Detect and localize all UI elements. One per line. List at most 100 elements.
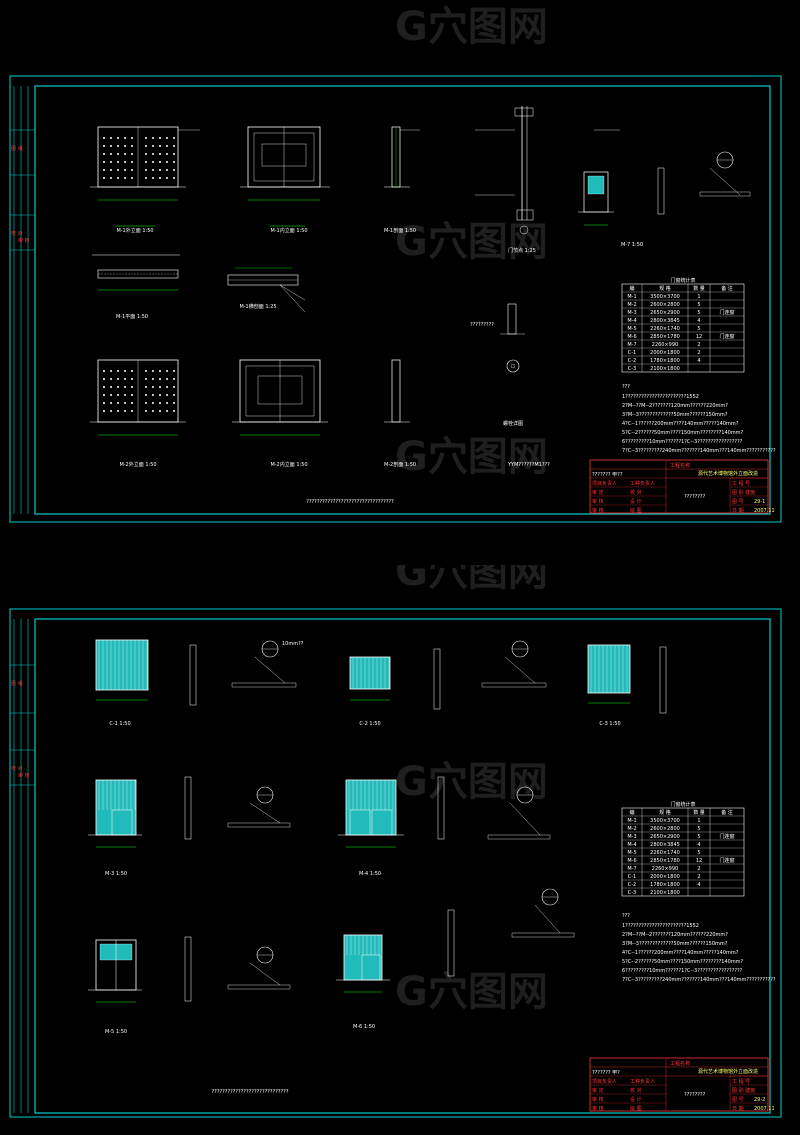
- view-m1-plan: M-1平面 1:50: [92, 254, 180, 320]
- svg-text:G穴图网: G穴图网: [395, 434, 548, 480]
- rivet-dot: [152, 177, 154, 179]
- table-cell: 2260×1740: [650, 326, 680, 332]
- rivet-dot: [110, 145, 112, 147]
- table-header: 数 量: [693, 809, 705, 816]
- notes-title: ???: [622, 384, 630, 390]
- note-line: 3?M--3?????????????50mm??????150mm?: [622, 941, 728, 947]
- glazing-stripes: [348, 780, 394, 810]
- note-line: 2?M--??M--2???????120mm??????220mm?: [622, 932, 728, 938]
- glazing-stripes: [98, 640, 148, 690]
- rivet-dot: [103, 145, 105, 147]
- svg-text:G穴图网: G穴图网: [395, 759, 548, 805]
- detail-c1-node: 10mm??: [231, 640, 304, 688]
- view-caption: C-3 1:50: [599, 721, 620, 727]
- view-m1-horizontal-section: M-1横剖面 1:25: [227, 267, 306, 313]
- outer-border: [9, 608, 782, 1118]
- table-cell: M-3: [627, 310, 636, 316]
- stamp-label: ??????? 甲??: [592, 472, 623, 478]
- table-cell: 2: [697, 866, 700, 872]
- outer-border: [9, 75, 782, 523]
- rivet-dot: [152, 169, 154, 171]
- rivet-dot: [173, 145, 175, 147]
- rivet-dot: [145, 394, 147, 396]
- rivet-dot: [124, 169, 126, 171]
- rivet-dot: [166, 386, 168, 388]
- svg-text:校 对: 校 对: [11, 765, 23, 772]
- rivet-dot: [124, 378, 126, 380]
- view-c2-window: C-2 1:50: [349, 648, 441, 727]
- title-block-right-label: 工 程 号: [732, 480, 750, 487]
- rivet-dot: [103, 370, 105, 372]
- sheet-1-canvas: G穴图网 G穴图网 G穴图网 图 纸 校 对 审 核 M-1外立面 1:50: [9, 4, 782, 523]
- svg-text:纸: 纸: [18, 145, 23, 152]
- table-header: 数 量: [693, 285, 705, 292]
- table-cell: 3500×3700: [650, 294, 680, 300]
- table-frame: [621, 807, 745, 897]
- rivet-dot: [166, 410, 168, 412]
- note-line: 7?C--3?????????240mm???????140mm???140mm…: [622, 448, 776, 454]
- rivet-dot: [131, 177, 133, 179]
- table-cell: 2100×1800: [650, 366, 680, 372]
- rivet-dot: [103, 378, 105, 380]
- rivet-dot: [103, 169, 105, 171]
- view-caption: M-1内立面 1:50: [270, 227, 307, 234]
- rivet-dot: [166, 161, 168, 163]
- title-block-label: 审 核: [592, 498, 604, 505]
- title-block-label: 项目负责人: [592, 1078, 617, 1085]
- table-cell: M-5: [627, 850, 636, 856]
- svg-text:纸: 纸: [18, 680, 23, 687]
- table-cell: M-1: [627, 294, 636, 300]
- note-line: 2?M--??M--2???????120mm??????220mm?: [622, 403, 728, 409]
- table-cell: 5: [697, 850, 700, 856]
- rivet-dot: [124, 161, 126, 163]
- rivet-dot: [110, 370, 112, 372]
- table-cell: 5: [697, 834, 700, 840]
- svg-text:校 对: 校 对: [11, 230, 23, 237]
- note-line: 7?C--3?????????240mm???????140mm???140mm…: [622, 977, 776, 983]
- rivet-dot: [124, 137, 126, 139]
- note-line: 5?C--2??????50mm????150mm????????140mm?: [622, 959, 744, 965]
- table-header: 编: [629, 809, 634, 816]
- rivet-dot: [103, 153, 105, 155]
- project-name: 源代艺术博物馆外立面改造: [698, 1068, 758, 1075]
- left-binding-strip: 图 纸 校 对 审 核: [10, 86, 35, 514]
- rivet-dot: [103, 386, 105, 388]
- detail-m4-node: [487, 786, 551, 840]
- rivet-dot: [159, 386, 161, 388]
- title-block-label: 设 计: [630, 1096, 642, 1103]
- rivet-dot: [131, 394, 133, 396]
- view-caption: M-1横剖面 1:25: [239, 303, 276, 310]
- title-block-label: 校 对: [630, 1087, 642, 1094]
- title-block-right-label: 图 号: [732, 499, 744, 505]
- title-block-right-label: 图 号: [732, 1097, 744, 1103]
- title-block-right-label: 图 别 建施: [732, 1087, 755, 1094]
- rivet-dot: [166, 394, 168, 396]
- glazing-stripes: [590, 645, 628, 693]
- rivet-dot: [145, 153, 147, 155]
- table-cell: 2000×1800: [650, 874, 680, 880]
- table-cell: 1: [697, 294, 700, 300]
- rivet-dot: [152, 402, 154, 404]
- rivet-dot: [159, 370, 161, 372]
- svg-text:G穴图网: G穴图网: [395, 565, 548, 595]
- detail-m3-node: [227, 786, 291, 828]
- title-block-label: 校 对: [630, 489, 642, 496]
- rivet-dot: [173, 378, 175, 380]
- table-cell: M-7: [627, 342, 636, 348]
- rivet-dot: [110, 386, 112, 388]
- rivet-dot: [117, 161, 119, 163]
- table-cell: 门连窗: [719, 833, 734, 840]
- rivet-dot: [145, 137, 147, 139]
- title-block-frame: [589, 1057, 769, 1112]
- view-m2-inner-elevation: M-2内立面 1:50: [232, 359, 328, 468]
- rivet-dot: [103, 394, 105, 396]
- table-row: M-1 3500×3700 1: [627, 294, 700, 300]
- rivet-dot: [110, 137, 112, 139]
- rivet-dot: [110, 177, 112, 179]
- rivet-dot: [103, 137, 105, 139]
